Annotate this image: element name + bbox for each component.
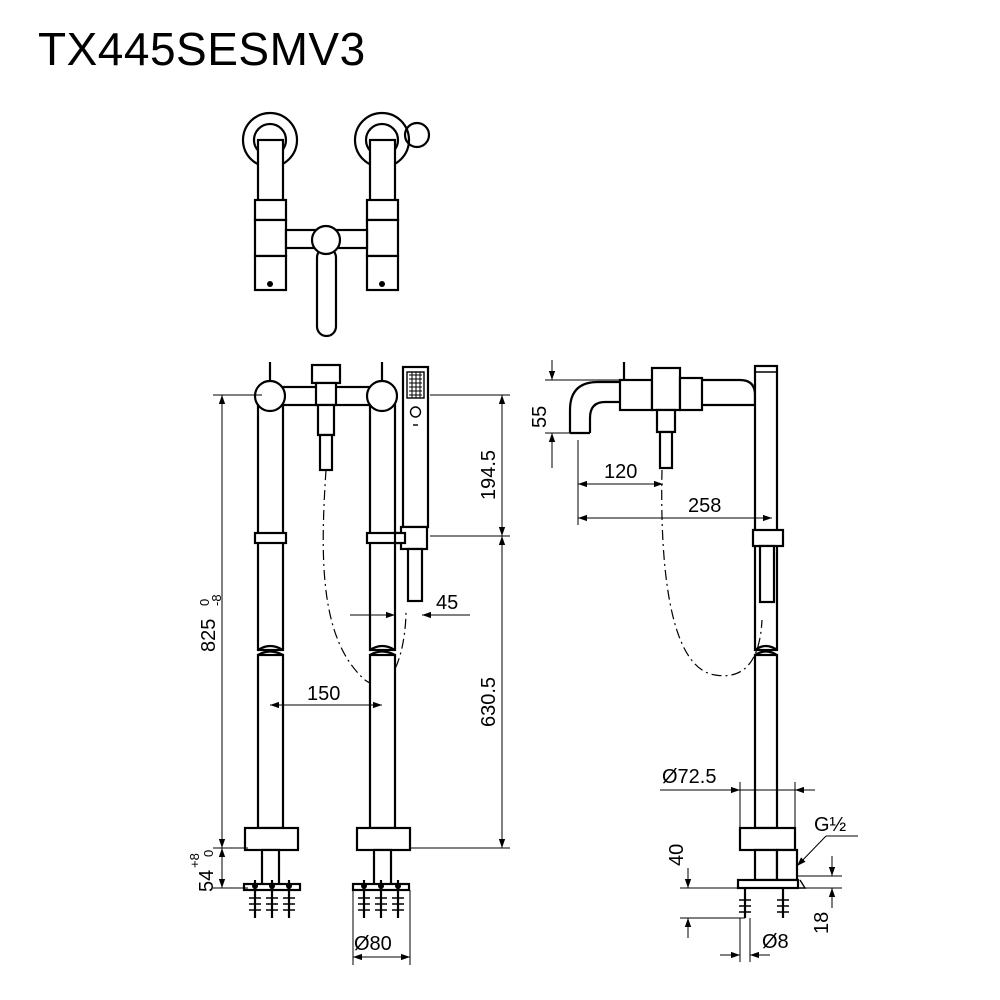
dimension-labels: 825 0 -8 54 +8 0 194.5 630.5 45 150 Ø80 … — [187, 406, 847, 955]
thread-g-half: G½ — [814, 814, 847, 836]
dim-120: 120 — [604, 461, 637, 483]
anchor-bolts-left — [249, 880, 295, 918]
dim-54: 54 — [196, 870, 218, 892]
anchor-bolts-right — [358, 880, 404, 918]
dim-194-5: 194.5 — [478, 450, 500, 500]
drawing-title: TX445SESMV3 — [38, 23, 366, 75]
dim-630-5: 630.5 — [478, 677, 500, 727]
dim-8-diameter: Ø8 — [762, 931, 789, 953]
dim-54-tol-upper: +8 — [187, 853, 202, 868]
dim-54-tol-lower: 0 — [201, 850, 216, 857]
shower-nozzles — [409, 372, 422, 398]
side-view — [568, 362, 807, 918]
dim-80-diameter: Ø80 — [354, 933, 392, 955]
dim-825-tol-upper: 0 — [197, 599, 212, 606]
dim-45: 45 — [436, 592, 458, 614]
dim-72-5-diameter: Ø72.5 — [662, 766, 716, 788]
dim-258: 258 — [688, 495, 721, 517]
dim-18: 18 — [811, 912, 833, 934]
dim-150: 150 — [307, 683, 340, 705]
dim-40: 40 — [666, 844, 688, 866]
lever-knob — [403, 121, 431, 149]
dim-55: 55 — [529, 406, 551, 428]
top-view — [241, 111, 431, 338]
front-view — [242, 362, 430, 918]
dim-825-tol-lower: -8 — [209, 594, 224, 606]
dim-825: 825 — [198, 619, 220, 652]
dimension-lines — [213, 360, 858, 965]
